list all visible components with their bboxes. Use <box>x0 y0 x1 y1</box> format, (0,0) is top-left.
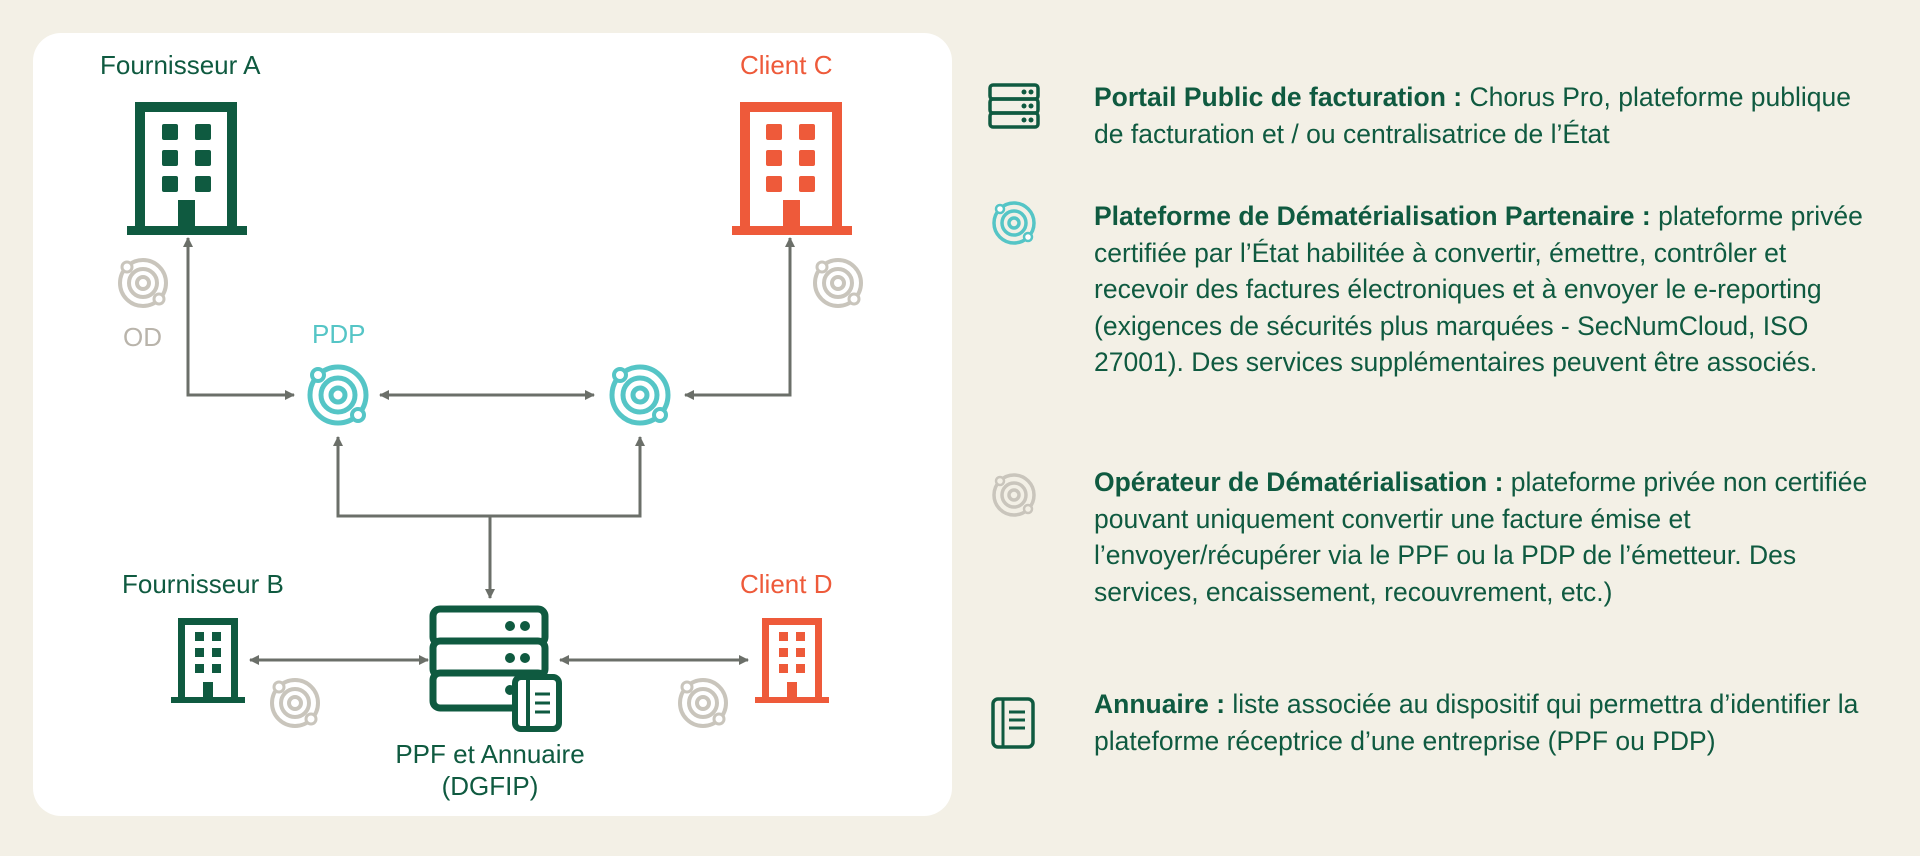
fournisseur-b-label: Fournisseur B <box>122 569 284 599</box>
legend-pdp: Plateforme de Dématérialisation Partenai… <box>1094 198 1884 381</box>
pdp-orbit-icon <box>612 367 668 423</box>
legend-term: Portail Public de facturation : <box>1094 82 1463 112</box>
building-icon <box>755 618 829 703</box>
legend-term: Annuaire : <box>1094 689 1226 719</box>
od-orbit-icon <box>270 678 320 728</box>
ppf-label-line2: (DGFIP) <box>441 771 539 801</box>
legend-annuaire: Annuaire : liste associée au dispositif … <box>1094 686 1884 759</box>
legend-description: plateforme privée certifiée par l’État h… <box>1094 201 1863 377</box>
ppf-label: PPF et Annuaire (DGFIP) <box>340 738 640 802</box>
od-orbit-icon <box>992 473 1036 517</box>
arrow-ppf-to-pdp-right <box>490 436 645 518</box>
legend-term: Opérateur de Dématérialisation : <box>1094 467 1504 497</box>
book-icon <box>991 697 1035 749</box>
pdp-orbit-icon <box>310 367 366 423</box>
client-c-label: Client C <box>740 50 833 80</box>
client-d-label: Client D <box>740 569 833 599</box>
book-icon <box>512 674 562 732</box>
building-icon <box>171 618 245 703</box>
arrow-pdp-to-fournisseur-a <box>183 237 290 397</box>
arrow-pdp-to-client-c <box>690 237 795 397</box>
pdp-label: PDP <box>312 319 366 349</box>
legend-ppf: Portail Public de facturation : Chorus P… <box>1094 79 1884 152</box>
connectors <box>183 237 795 665</box>
building-icon <box>732 102 852 235</box>
ppf-label-line1: PPF et Annuaire <box>395 739 585 769</box>
od-label: OD <box>123 322 162 352</box>
od-orbit-icon <box>813 258 863 308</box>
od-orbit-icon <box>118 258 168 308</box>
legend-description: liste associée au dispositif qui permett… <box>1094 689 1859 756</box>
legend-term: Plateforme de Dématérialisation Partenai… <box>1094 201 1651 231</box>
server-icon <box>988 83 1040 129</box>
legend-description: Chorus Pro, plateforme publique de factu… <box>1094 82 1851 149</box>
fournisseur-a-label: Fournisseur A <box>100 50 261 80</box>
legend-od: Opérateur de Dématérialisation : platefo… <box>1094 464 1884 610</box>
building-icon <box>127 102 247 235</box>
arrow-ppf-to-pdp-left <box>333 436 490 518</box>
legend-description: plateforme privée non certifiée pouvant … <box>1094 467 1868 607</box>
od-orbit-icon <box>678 678 728 728</box>
pdp-orbit-icon <box>992 201 1036 245</box>
